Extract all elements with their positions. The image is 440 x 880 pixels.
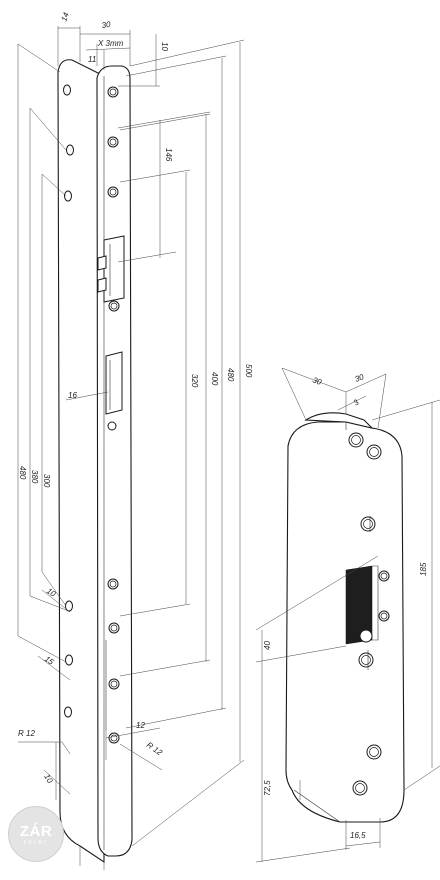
- dim-15: 15: [43, 654, 56, 667]
- dim-10-bottom: 10: [42, 773, 55, 786]
- bolt-slot: [105, 351, 123, 415]
- dim-3mm: X 3mm: [97, 39, 124, 48]
- right-dimension-lines: [255, 367, 440, 863]
- logo-main-text: ZÁR: [19, 823, 53, 840]
- strike-plate-short: 30 30 3 185 40 72,5 16,5: [255, 367, 440, 863]
- dim-30-top: 30: [101, 20, 112, 30]
- short-plate-body: [285, 421, 405, 823]
- dim-3: 3: [352, 397, 362, 407]
- dim-480-side: 480: [18, 466, 27, 480]
- dim-72-5: 72,5: [263, 780, 272, 796]
- dim-480: 480: [226, 368, 235, 382]
- front-holes: [107, 86, 120, 744]
- dim-16: 16: [68, 391, 77, 400]
- strike-plate-long: 14 30 11 X 3mm 10 146 320 400 480 500 16…: [17, 11, 253, 870]
- dim-380: 380: [30, 470, 39, 484]
- dim-16-5: 16,5: [350, 831, 366, 840]
- dim-320: 320: [190, 374, 199, 388]
- dim-500: 500: [244, 364, 253, 378]
- left-dimension-lines: [17, 26, 245, 870]
- dim-r12-right: R 12: [145, 740, 164, 757]
- company-logo: ZÁR FALAT: [8, 806, 64, 862]
- right-dimension-labels: 30 30 3 185 40 72,5 16,5: [263, 372, 428, 840]
- dim-400: 400: [210, 372, 219, 386]
- short-plate-top: [304, 412, 374, 429]
- dim-40: 40: [263, 641, 272, 650]
- short-plate-holes: [348, 432, 390, 796]
- left-dimension-labels: 14 30 11 X 3mm 10 146 320 400 480 500 16…: [18, 11, 253, 785]
- dim-185: 185: [419, 562, 428, 576]
- dim-11: 11: [88, 55, 96, 64]
- dim-30-left: 30: [311, 375, 323, 387]
- logo-sub-text: FALAT: [23, 840, 49, 846]
- dim-10-side: 10: [45, 586, 58, 599]
- dim-12: 12: [136, 721, 145, 730]
- dim-146: 146: [164, 148, 173, 162]
- dim-r12-left: R 12: [18, 729, 35, 738]
- dim-14: 14: [59, 11, 71, 23]
- dim-10-top: 10: [160, 42, 169, 51]
- side-holes: [63, 84, 74, 718]
- dim-30-right: 30: [354, 372, 366, 384]
- dim-300: 300: [42, 474, 51, 488]
- latch-slot: [97, 235, 125, 303]
